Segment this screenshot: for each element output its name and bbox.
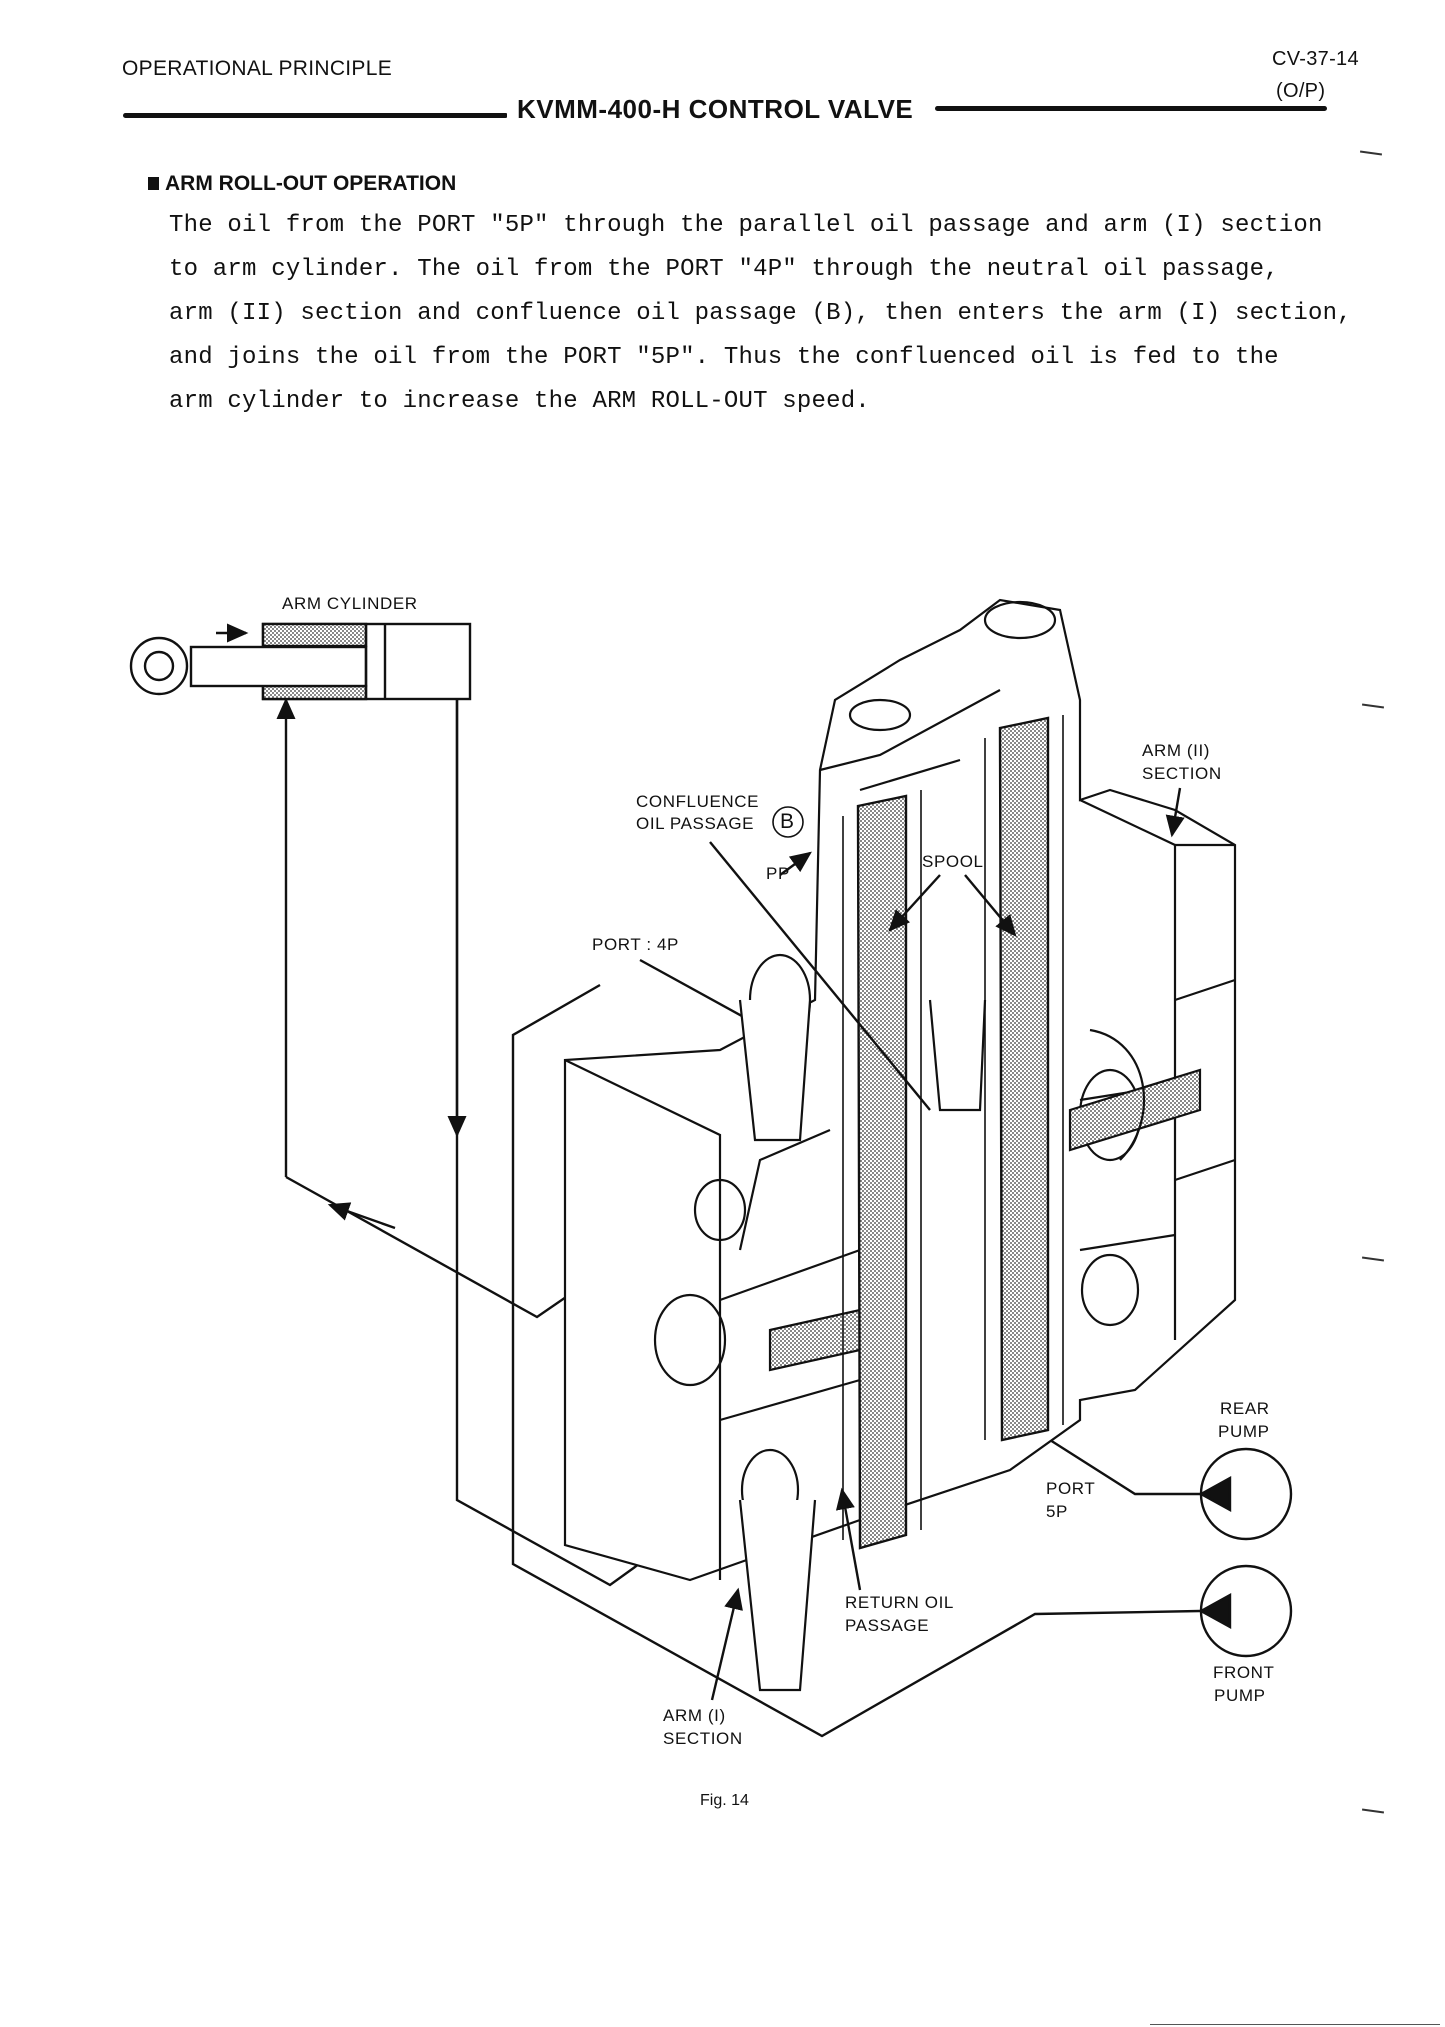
figure-caption: Fig. 14 xyxy=(700,1792,749,1809)
label-return-oil-passage: RETURN OIL xyxy=(845,1593,954,1612)
section-heading-text: ARM ROLL-OUT OPERATION xyxy=(165,172,457,195)
document-code: CV-37-14 xyxy=(1272,48,1359,70)
label-confluence: CONFLUENCE xyxy=(636,792,760,811)
paragraph-line: to arm cylinder. The oil from the PORT "… xyxy=(169,256,1279,283)
confluence-marker-circle xyxy=(772,806,804,838)
label-arm1-section: SECTION xyxy=(663,1729,743,1748)
label-port-4p: PORT : 4P xyxy=(592,935,679,954)
spool-arm-1 xyxy=(856,794,908,1550)
section-label: OPERATIONAL PRINCIPLE xyxy=(122,57,393,80)
bottom-edge-line xyxy=(1150,2024,1440,2025)
label-confluence: OIL PASSAGE xyxy=(636,814,755,833)
paragraph-line: The oil from the PORT "5P" through the p… xyxy=(169,212,1323,239)
arm-cylinder xyxy=(129,622,472,701)
label-arm2-section: ARM (II) xyxy=(1142,741,1211,760)
front-pump-symbol xyxy=(1198,1564,1293,1658)
label-arm1-section: ARM (I) xyxy=(663,1706,726,1725)
page-title: KVMM-400-H CONTROL VALVE xyxy=(507,94,924,125)
label-spool: SPOOL xyxy=(922,852,984,871)
label-front-pump: FRONT xyxy=(1213,1663,1275,1682)
title-rule-right xyxy=(935,106,1327,111)
label-arm-cylinder: ARM CYLINDER xyxy=(282,594,418,613)
line-front-pump xyxy=(511,983,1201,1738)
label-arm2-section: SECTION xyxy=(1142,764,1222,783)
label-rear-pump: PUMP xyxy=(1218,1422,1270,1441)
document-subcode: (O/P) xyxy=(1276,80,1326,102)
label-pp: PP xyxy=(766,864,790,883)
label-port-5p: 5P xyxy=(1046,1502,1068,1521)
section-heading: ARM ROLL-OUT OPERATION xyxy=(148,172,456,196)
bullet-icon xyxy=(148,177,159,190)
label-rear-pump: REAR xyxy=(1220,1399,1270,1418)
label-return-oil-passage: PASSAGE xyxy=(845,1616,930,1635)
rear-pump-symbol xyxy=(1198,1447,1293,1541)
spool-arm-2 xyxy=(998,716,1050,1442)
paragraph-line: arm (II) section and confluence oil pass… xyxy=(169,300,1352,327)
paragraph-line: and joins the oil from the PORT "5P". Th… xyxy=(169,344,1279,371)
paragraph-line: arm cylinder to increase the ARM ROLL-OU… xyxy=(169,388,870,415)
title-rule-left xyxy=(123,113,508,118)
label-front-pump: PUMP xyxy=(1214,1686,1266,1705)
label-confluence-mark: B xyxy=(780,810,795,833)
label-port-5p: PORT xyxy=(1046,1479,1096,1498)
